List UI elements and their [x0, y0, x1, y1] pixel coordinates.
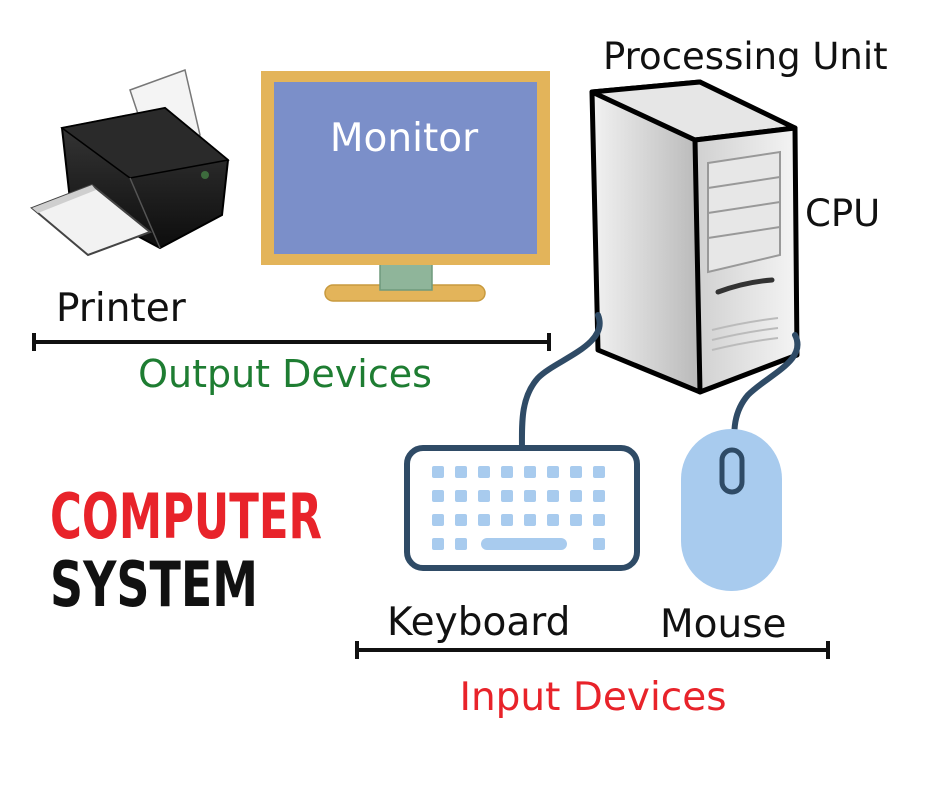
mouse-label: Mouse [660, 602, 787, 647]
output-devices-label: Output Devices [138, 352, 432, 396]
input-devices-label: Input Devices [459, 675, 726, 720]
monitor-icon [261, 71, 550, 302]
cpu-tower-icon [589, 79, 800, 395]
title-line-2: SYSTEM [50, 548, 258, 621]
title-line-1: COMPUTER [50, 480, 322, 553]
printer-label: Printer [56, 286, 187, 331]
keyboard-icon [404, 445, 640, 571]
processing-unit-label: Processing Unit [603, 35, 888, 78]
monitor-label: Monitor [330, 116, 479, 161]
printer-icon [30, 69, 230, 257]
input-devices-bracket [355, 641, 830, 659]
cpu-label: CPU [805, 192, 880, 235]
output-devices-bracket [32, 333, 551, 351]
keyboard-cable [518, 312, 603, 455]
keyboard-label: Keyboard [387, 600, 570, 645]
mouse-icon [681, 429, 782, 591]
